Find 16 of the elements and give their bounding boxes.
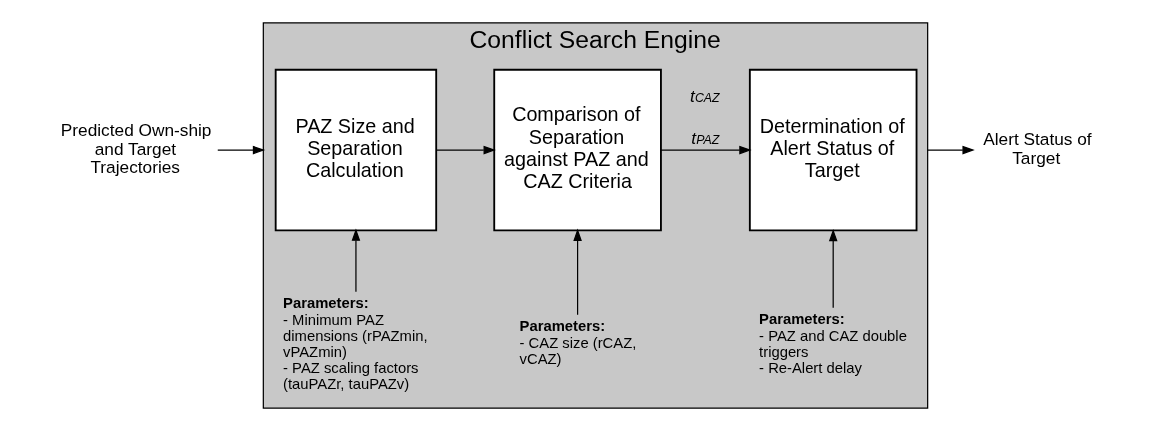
arrow — [217, 145, 266, 155]
arrow — [828, 228, 838, 309]
node-box: PAZ Size and Separation Calculation — [274, 68, 438, 232]
node-text: Parameters: - Minimum PAZ dimensions (rPAZmin, vPAZmin) - PAZ scaling factors (tauPAZr, tauPAZv) — [283, 294, 428, 393]
node-box: Comparison of Separation against PAZ and CAZ Criteria — [493, 68, 662, 232]
arrow — [435, 145, 496, 155]
arrow — [660, 145, 752, 155]
arrow — [351, 228, 361, 293]
node-text: Parameters: - CAZ size (rCAZ, vCAZ) — [519, 318, 637, 368]
node-text: Alert Status of Target — [983, 129, 1092, 168]
node-box: Determination of Alert Status of Target — [748, 68, 918, 232]
node-text: Predicted Own-ship and Target Trajectories — [60, 120, 212, 178]
arrow — [927, 145, 975, 155]
arrow — [573, 228, 582, 316]
edge-label: tCAZ tPAZ — [689, 85, 720, 148]
node-text: Parameters: - PAZ and CAZ double triggers - Re-Alert delay — [759, 310, 907, 377]
